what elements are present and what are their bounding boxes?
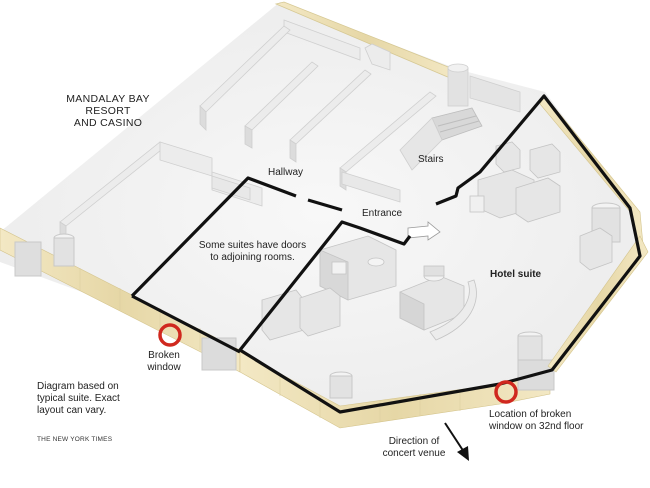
source-credit: THE NEW YORK TIMES [37,436,113,443]
upper-rooms [59,1,521,247]
entrance-label: Entrance [362,208,403,219]
arrow-right-icon [407,221,441,241]
broken-window-label: Broken window [147,350,181,373]
broken-window-location-label: Location of broken window on 32nd floor [489,409,584,432]
arrow-down-right-icon [444,422,469,461]
red-circle-icon [158,323,182,347]
right-glass-wall [517,95,649,373]
hallway-label: Hallway [268,167,304,178]
hotel-suite-label: Hotel suite [490,269,542,280]
stairs-label: Stairs [418,154,444,165]
adjoining-doors-note: Some suites have doors to adjoining room… [198,240,307,263]
concert-direction-label: Direction of concert venue [382,436,446,459]
suite-furniture [261,141,613,341]
red-circle-icon [494,380,518,404]
suite-outline [130,94,642,414]
resort-label: MANDALAY BAY RESORT AND CASINO [66,93,150,129]
hallway-walls [211,171,401,203]
diagram-note: Diagram based on typical suite. Exact la… [37,381,120,416]
stairs [399,107,483,171]
